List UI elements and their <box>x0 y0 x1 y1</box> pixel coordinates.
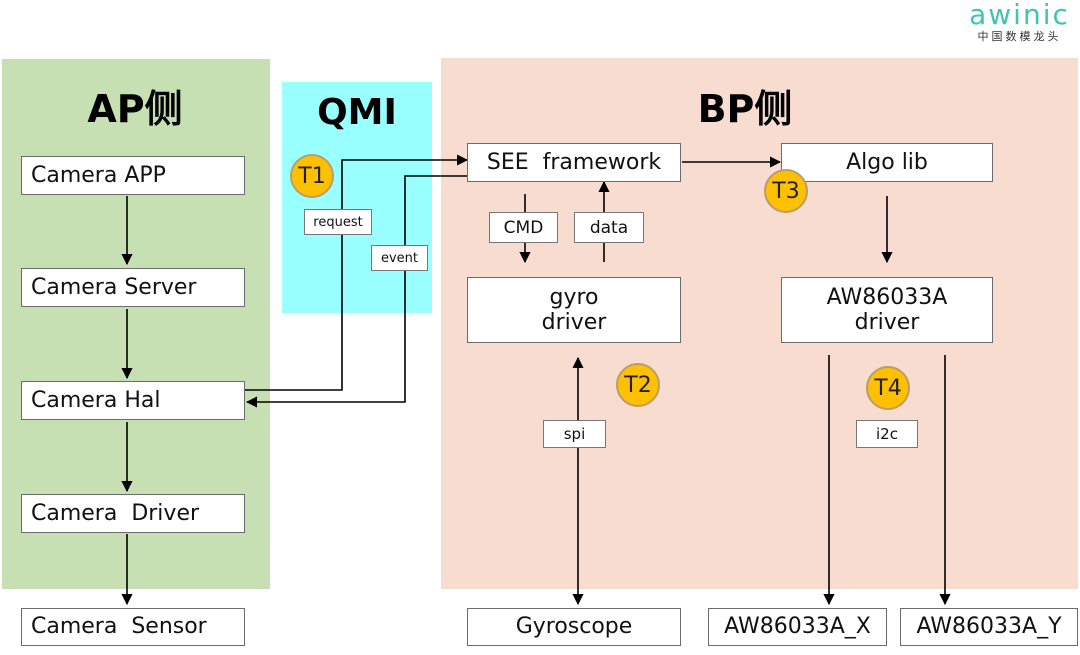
ap-side-title: AP侧 <box>87 87 183 131</box>
label-event: event <box>371 245 428 271</box>
logo-wordmark: awinic <box>969 0 1070 31</box>
node-gyro-driver: gyro driver <box>467 277 681 343</box>
node-aw86033a-y: AW86033A_Y <box>900 608 1078 646</box>
node-camera-hal: Camera Hal <box>21 381 245 420</box>
bp-side-title: BP侧 <box>697 87 793 131</box>
logo-tagline: 中国数模龙头 <box>977 30 1062 43</box>
label-data: data <box>574 212 644 243</box>
node-camera-sensor: Camera Sensor <box>21 608 245 646</box>
node-see-framework: SEE framework <box>467 143 681 182</box>
node-aw86033a-x: AW86033A_X <box>708 608 887 646</box>
label-spi: spi <box>543 420 606 448</box>
label-request: request <box>304 209 372 235</box>
badge-t3: T3 <box>764 169 808 213</box>
qmi-title: QMI <box>317 92 397 133</box>
label-i2c: i2c <box>856 420 918 448</box>
node-gyroscope: Gyroscope <box>467 608 681 646</box>
node-camera-driver: Camera Driver <box>21 494 245 533</box>
edge-event <box>245 175 467 408</box>
edge-request <box>245 154 469 391</box>
node-algo-lib: Algo lib <box>781 143 993 182</box>
label-cmd: CMD <box>489 212 558 243</box>
badge-t4: T4 <box>866 366 910 410</box>
node-camera-server: Camera Server <box>21 268 245 307</box>
badge-t1: T1 <box>290 154 334 198</box>
node-aw86033a-driver: AW86033A driver <box>781 277 993 343</box>
badge-t2: T2 <box>616 363 660 407</box>
awinic-logo: awinic 中国数模龙头 <box>962 0 1077 46</box>
node-camera-app: Camera APP <box>21 156 245 195</box>
